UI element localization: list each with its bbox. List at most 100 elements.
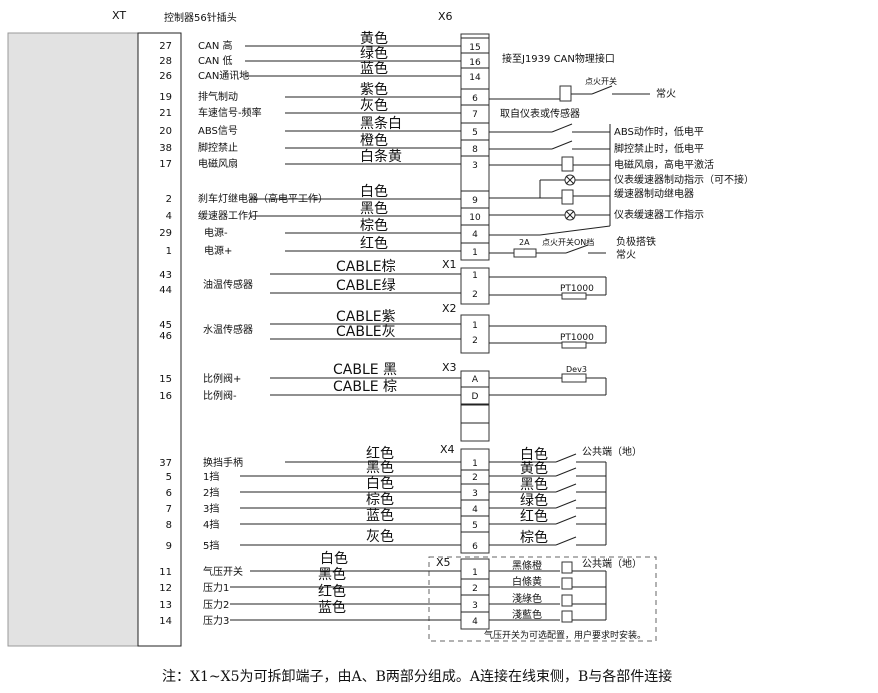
signal-name: 缓速器工作灯 xyxy=(198,209,258,222)
pin-number: 7 xyxy=(166,504,172,515)
signal-name: 电源- xyxy=(204,226,228,239)
x5-dashed-frame xyxy=(428,556,657,642)
pin-number: 17 xyxy=(159,159,172,170)
signal-name: ABS信号 xyxy=(198,125,238,137)
output-color: 黄色 xyxy=(520,460,548,477)
pin-number: 16 xyxy=(159,391,172,402)
terminal-number: 8 xyxy=(472,145,478,155)
fuse-label: 2A xyxy=(519,238,530,247)
pin-number: 38 xyxy=(159,143,172,154)
pin-number: 1 xyxy=(166,246,172,257)
terminal-number: 14 xyxy=(469,73,481,83)
pin-number: 4 xyxy=(166,211,172,222)
cable-label: CABLE 黑 xyxy=(333,362,397,378)
ignition-relay xyxy=(559,85,572,102)
negative-ground-label: 负极搭铁 xyxy=(616,235,656,248)
output-color: 淺藍色 xyxy=(512,608,542,621)
signal-name: 压力3 xyxy=(203,614,229,627)
controller-pin-column xyxy=(137,32,182,647)
pin-number: 6 xyxy=(166,488,172,499)
can-interface-note: 接至J1939 CAN物理接口 xyxy=(502,52,615,65)
pressure-switch xyxy=(561,594,573,607)
output-color: 淺綠色 xyxy=(512,592,542,605)
terminal-number: 4 xyxy=(472,505,478,515)
signal-name: 2挡 xyxy=(203,486,219,499)
x1-terminal-block xyxy=(460,267,490,305)
terminal-number: 1 xyxy=(472,568,478,578)
signal-name: 车速信号-频率 xyxy=(198,106,262,119)
pin-number: 46 xyxy=(159,331,172,342)
signal-name: 4挡 xyxy=(203,518,219,531)
wire-color: 红色 xyxy=(366,445,394,462)
pin-number: 28 xyxy=(159,56,172,67)
fuse-2a xyxy=(513,248,537,258)
signal-name: 1挡 xyxy=(203,470,219,483)
terminal-number: 5 xyxy=(472,128,478,138)
pin-number: 27 xyxy=(159,41,172,52)
fan-note: 电磁风扇，高电平激活 xyxy=(614,158,714,171)
x1-name: 油温传感器 xyxy=(203,278,253,291)
terminal-number: 2 xyxy=(472,336,478,346)
signal-name: 电磁风扇 xyxy=(198,157,238,170)
x2-sensor-label: PT1000 xyxy=(560,333,594,343)
controller-body xyxy=(7,32,139,647)
pin-number: 20 xyxy=(159,126,172,137)
wire-color: 白条黄 xyxy=(360,148,402,165)
terminal-number: 16 xyxy=(469,58,481,68)
x6-right-circuit: 接至J1939 CAN物理接口 点火开关 常火 取自仪表或传感器 ABS动作时，… xyxy=(489,52,754,261)
terminal-number: 3 xyxy=(472,161,478,171)
x5-terminal-block xyxy=(460,558,490,630)
x1-sensor-label: PT1000 xyxy=(560,284,594,294)
x6-terminal-block xyxy=(460,33,490,261)
wire-color: 白色 xyxy=(360,183,388,200)
cable-label: CABLE灰 xyxy=(336,324,396,340)
wire-color: 蓝色 xyxy=(366,507,394,524)
pin-number: 11 xyxy=(159,567,172,578)
terminal-number: 10 xyxy=(469,213,481,223)
pressure-switch xyxy=(561,561,573,574)
x4-common-label: 公共端（地） xyxy=(582,445,642,458)
signal-name: CAN通讯地 xyxy=(198,69,249,82)
wire-color: 白色 xyxy=(366,475,394,492)
fan-relay xyxy=(561,156,574,172)
output-color: 黑色 xyxy=(520,476,548,493)
signal-name: 电源+ xyxy=(204,244,232,257)
x4-terminal-block xyxy=(460,448,490,554)
terminal-number: 7 xyxy=(472,110,478,120)
output-color: 绿色 xyxy=(520,492,548,509)
always-on-label: 常火 xyxy=(656,87,676,100)
x2-row: 46 CABLE灰 2 xyxy=(159,324,478,346)
signal-name: 排气制动 xyxy=(198,90,238,103)
terminal-number: 4 xyxy=(472,230,478,240)
xt-title: 控制器56针插头 xyxy=(164,11,237,24)
abs-note: ABS动作时，低电平 xyxy=(614,125,704,138)
ignition-on-label: 点火开关ON档 xyxy=(542,237,594,247)
x2-pt1000-sensor xyxy=(561,341,587,349)
terminal-number: 1 xyxy=(472,271,478,281)
x6-row: 4 缓速器工作灯 黑色 10 xyxy=(166,200,489,223)
footnote: 注：X1~X5为可拆卸端子，由A、B两部分组成。A连接在线束侧，B与各部件连接 xyxy=(162,668,672,685)
output-color: 棕色 xyxy=(520,529,548,546)
x4-label: X4 xyxy=(440,443,455,456)
wire-color: 蓝色 xyxy=(360,60,388,77)
signal-name: 5挡 xyxy=(203,539,219,552)
wire-color: 黄色 xyxy=(360,30,388,47)
terminal-number: 2 xyxy=(472,473,478,483)
x6-label: X6 xyxy=(438,10,453,23)
wire-color: 黑色 xyxy=(360,200,388,217)
output-color: 红色 xyxy=(520,508,548,525)
